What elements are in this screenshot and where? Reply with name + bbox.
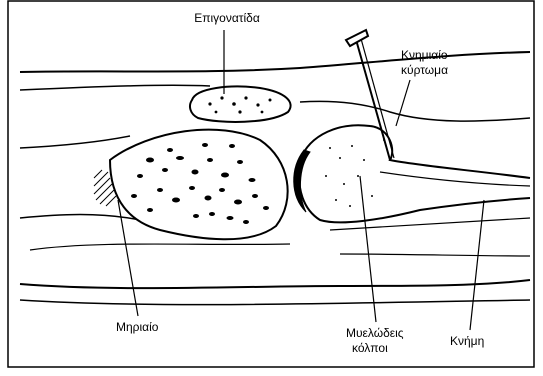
- label-tibia: Κνήμη: [450, 334, 484, 348]
- tibia-shaft-line: [330, 218, 530, 230]
- femur-condyle: [110, 130, 288, 240]
- label-patella: Επιγονατίδα: [182, 11, 272, 25]
- pin-shaft-edge: [360, 35, 394, 158]
- skin-top-inner-left: [20, 85, 210, 90]
- skin-top-outer: [20, 52, 530, 72]
- patella-bone: [190, 87, 291, 122]
- label-tibial-tuberosity-line2: κύρτωμα: [401, 63, 448, 77]
- label-medullary-line2: κόλποι: [352, 341, 388, 355]
- label-tibial-tuberosity-line1: Κνημιαίο: [401, 48, 448, 62]
- leader-medullary: [360, 176, 376, 322]
- tibia-head-bottom: [299, 160, 530, 222]
- meniscus: [294, 150, 310, 212]
- skin-bottom-inner: [20, 300, 530, 305]
- femur-muscle-line: [30, 244, 290, 250]
- tibia-inner-line: [380, 172, 530, 186]
- tibia-stipple: [325, 139, 385, 207]
- label-femur: Μηριαίο: [116, 320, 158, 334]
- leader-tuberosity: [396, 80, 410, 126]
- tibia-head-top: [300, 125, 530, 178]
- skin-top-inner-right: [300, 101, 530, 121]
- leader-tibia: [470, 200, 484, 330]
- skin-bottom-outer: [20, 280, 530, 288]
- femur-shaft-top: [20, 136, 130, 148]
- pin-shaft: [355, 36, 390, 160]
- label-medullary-line1: Μυελώδεις: [346, 326, 404, 340]
